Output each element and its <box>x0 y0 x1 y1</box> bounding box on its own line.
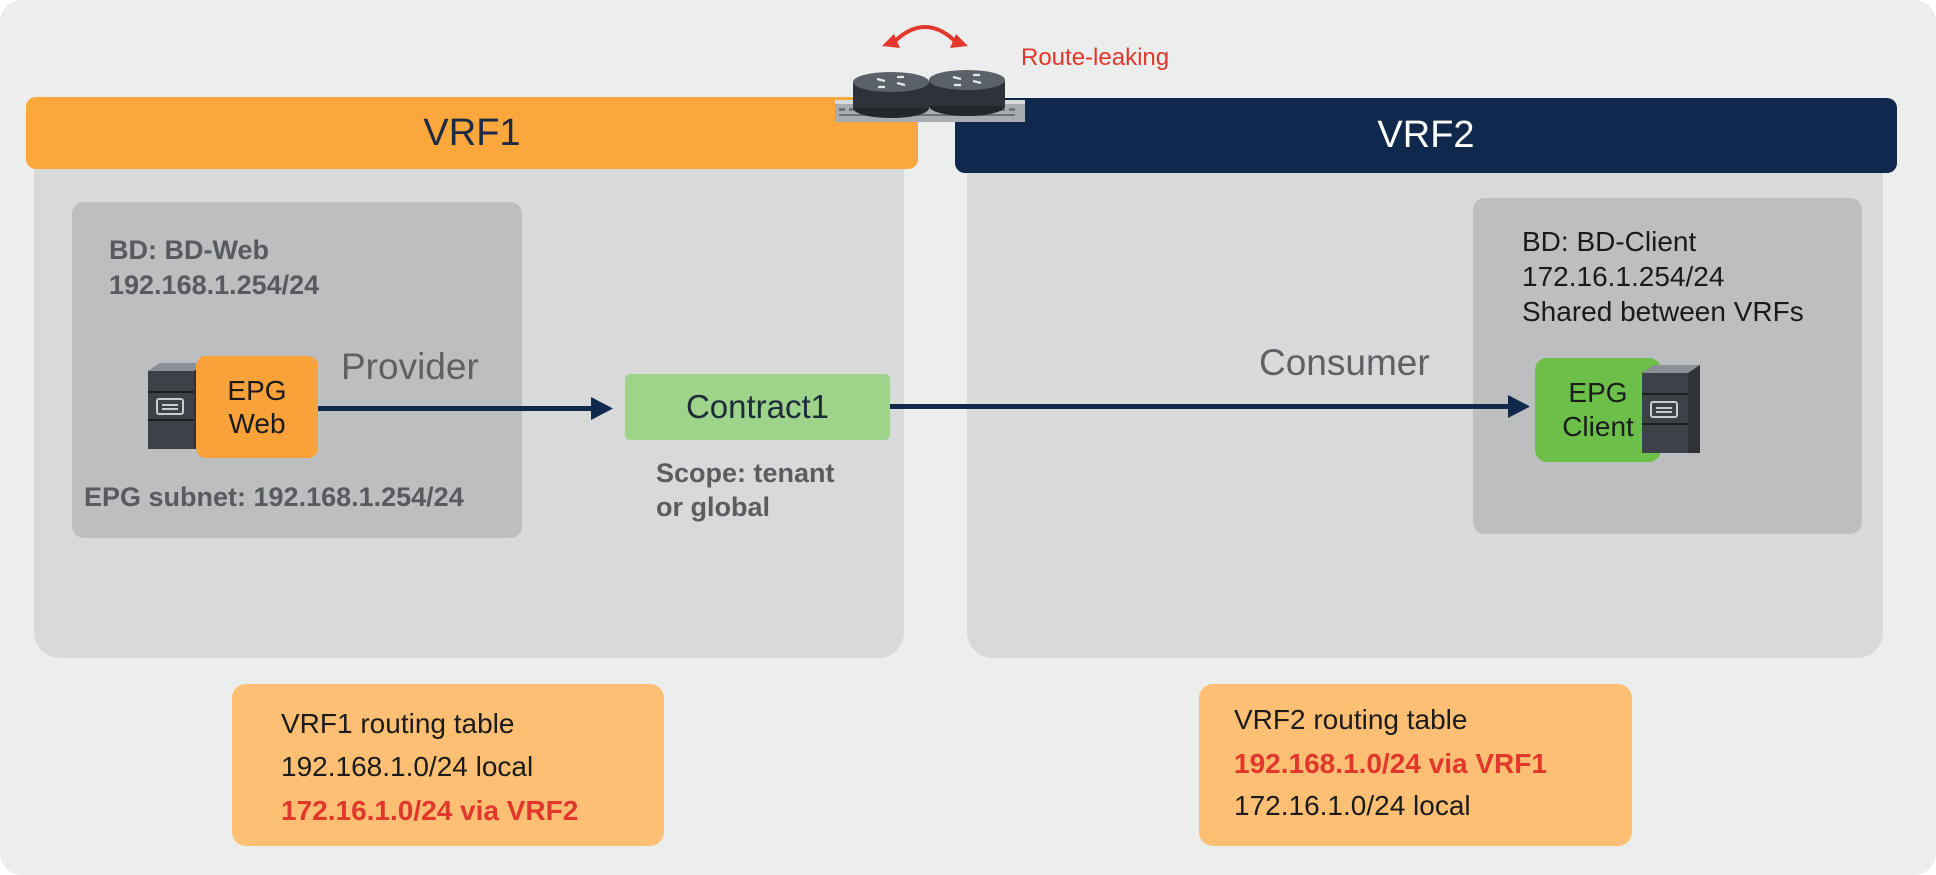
server-icon <box>146 361 208 451</box>
epg-client: EPG Client <box>1535 358 1661 462</box>
contract1-label: Contract1 <box>685 388 830 425</box>
vrf1-title: VRF1 <box>423 111 521 154</box>
bd-client-name: BD: BD-Client <box>1522 226 1697 257</box>
vrf1-routing-table <box>232 684 664 846</box>
server-icon <box>1640 363 1702 455</box>
arrow-icon <box>318 406 593 411</box>
epg-client-line2: Client <box>1562 411 1634 442</box>
bd-web-subnet: 192.168.1.254/24 <box>109 270 320 300</box>
route-leaking-label: Route-leaking <box>1021 44 1170 71</box>
vrf2-title: VRF2 <box>1377 114 1475 156</box>
vrf1-header: VRF1 <box>26 97 918 169</box>
epg-web-line1: EPG <box>227 375 287 406</box>
vrf2-rt-local: 172.16.1.0/24 local <box>1234 790 1471 821</box>
epg-web-line2: Web <box>228 408 286 439</box>
vrf1-rt-leaked: 172.16.1.0/24 via VRF2 <box>281 795 579 826</box>
bd-web-name: BD: BD-Web <box>109 235 269 265</box>
router-icon <box>833 62 1027 126</box>
consumer-label: Consumer <box>1259 342 1430 383</box>
arrow-icon <box>890 404 1510 409</box>
route-leak-arrow <box>882 25 968 48</box>
epg-web-subnet: EPG subnet: 192.168.1.254/24 <box>84 482 464 512</box>
vrf1-rt-local: 192.168.1.0/24 local <box>281 751 534 782</box>
vrf2-header: VRF2 <box>955 98 1897 173</box>
provider-arrow <box>318 397 613 420</box>
contract-scope-line1: Scope: tenant <box>656 458 835 488</box>
contract1-box: Contract1 <box>625 374 890 440</box>
contract-scope-line2: or global <box>656 492 770 522</box>
vrf1-rt-title: VRF1 routing table <box>281 708 515 739</box>
bd-client-note: Shared between VRFs <box>1522 296 1804 327</box>
provider-label: Provider <box>341 346 479 387</box>
vrf2-rt-leaked: 192.168.1.0/24 via VRF1 <box>1234 748 1547 779</box>
vrf2-routing-table <box>1199 684 1632 846</box>
vrf2-rt-title: VRF2 routing table <box>1234 704 1468 735</box>
epg-client-line1: EPG <box>1568 377 1628 408</box>
epg-web: EPG Web <box>196 356 318 458</box>
consumer-arrow <box>890 395 1530 418</box>
bd-client-subnet: 172.16.1.254/24 <box>1522 261 1725 292</box>
